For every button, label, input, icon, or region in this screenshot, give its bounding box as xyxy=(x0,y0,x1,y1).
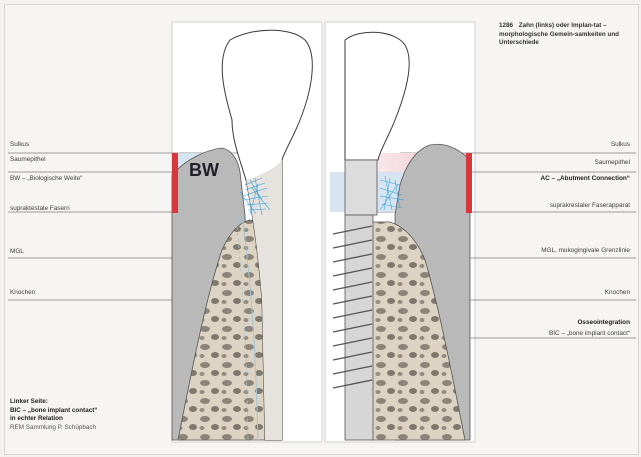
right-label-knochen: Knochen xyxy=(605,290,630,296)
right-label-sulkus: Sulkus xyxy=(611,142,630,148)
figure-caption: 1286 Zahn (links) oder Implan-tat – morp… xyxy=(499,22,629,48)
left-label-saumepithel: Saumepithel xyxy=(10,157,46,163)
bottom-note: Linker Seite: BIC – „bone implant contac… xyxy=(10,398,170,433)
figure-number: 1286 xyxy=(499,22,513,29)
left-label-knochen: Knochen xyxy=(10,290,35,296)
note-line-4: REM Sammlung P. Schüpbach xyxy=(10,424,170,433)
left-label-bw: BW – „Biologische Weite“ xyxy=(10,176,82,182)
ac-red-marker xyxy=(466,153,472,213)
bw-label: BW xyxy=(189,160,219,181)
right-label-mgl: MGL, mukogingivale Grenzlinie xyxy=(541,248,630,254)
figure-caption-text: Zahn (links) oder Implan-tat – morpholog… xyxy=(499,22,619,46)
note-line-2: BIC – „bone implant contact“ xyxy=(10,407,170,416)
right-label-ac: AC – „Abutment Connection“ xyxy=(541,176,630,182)
left-label-fasern: supraktestale Fasern xyxy=(10,206,70,212)
left-label-sulkus: Sulkus xyxy=(10,142,29,148)
note-line-1: Linker Seite: xyxy=(10,398,170,407)
bw-red-marker xyxy=(172,153,178,213)
right-label-bic: BIC – „bone implant contact“ xyxy=(549,331,630,337)
right-label-faserapparat: suprakrestaler Faserapparat xyxy=(550,203,630,209)
note-line-3: in echter Relation xyxy=(10,415,170,424)
left-label-mgl: MGL xyxy=(10,249,24,255)
right-label-saumepithel: Saumepithel xyxy=(594,160,630,166)
right-label-osseointegration: Osseointegration xyxy=(577,320,630,326)
